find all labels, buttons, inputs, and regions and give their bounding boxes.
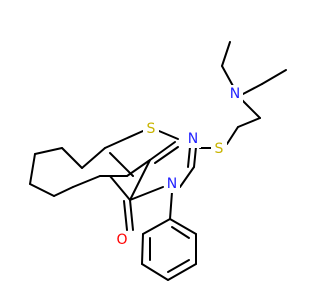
bond — [158, 130, 179, 140]
bond-double — [187, 146, 191, 168]
atom-oxygen-carbonyl: O — [114, 231, 130, 249]
atom-nitrogen-phenyl: N — [164, 175, 180, 193]
atom-label-nitrogen-phenyl: N — [167, 176, 177, 192]
atom-nitrogen-top: N — [185, 130, 201, 148]
bond — [34, 147, 63, 155]
atom-sulfur-ring: S — [143, 120, 159, 138]
bond — [129, 186, 164, 201]
atom-sulfur-thioether: S — [211, 140, 227, 158]
bond-layer — [29, 41, 287, 281]
bond — [179, 166, 195, 188]
bond — [169, 191, 173, 220]
bond — [29, 183, 55, 197]
bond-double-carbonyl — [123, 200, 128, 231]
bond — [109, 175, 131, 201]
bond — [226, 126, 239, 145]
bond-double — [154, 146, 179, 164]
bond — [104, 130, 144, 149]
atom-label-sulfur-thioether: S — [215, 141, 224, 157]
atom-label-oxygen-carbonyl: O — [116, 232, 127, 248]
bond — [142, 218, 171, 235]
bond — [129, 159, 151, 201]
atom-label-nitrogen-top: N — [188, 131, 198, 147]
bond — [193, 146, 197, 168]
bond — [29, 153, 36, 185]
bond — [169, 218, 197, 235]
bond-aromatic — [171, 226, 190, 239]
bond — [129, 199, 134, 231]
bond — [261, 69, 287, 85]
bond — [237, 117, 261, 128]
molecule-structure: S N S N N O — [29, 41, 287, 281]
bond — [72, 175, 101, 188]
bond — [141, 263, 169, 281]
bond — [221, 65, 234, 87]
molecule-canvas: S N S N N O — [29, 41, 287, 281]
bond — [167, 263, 197, 281]
atom-nitrogen-amine: N — [227, 85, 243, 103]
atom-label-nitrogen-amine: N — [230, 86, 240, 102]
bond — [81, 147, 106, 169]
bond — [242, 83, 263, 95]
bond-double — [109, 152, 134, 177]
atom-label-sulfur-ring: S — [147, 121, 156, 137]
bond — [241, 99, 261, 119]
bond — [141, 233, 144, 265]
bond — [149, 141, 176, 161]
bond — [53, 186, 74, 197]
bond — [61, 147, 83, 169]
bond-aromatic — [167, 259, 190, 273]
bond — [126, 159, 151, 177]
bond — [221, 41, 231, 67]
